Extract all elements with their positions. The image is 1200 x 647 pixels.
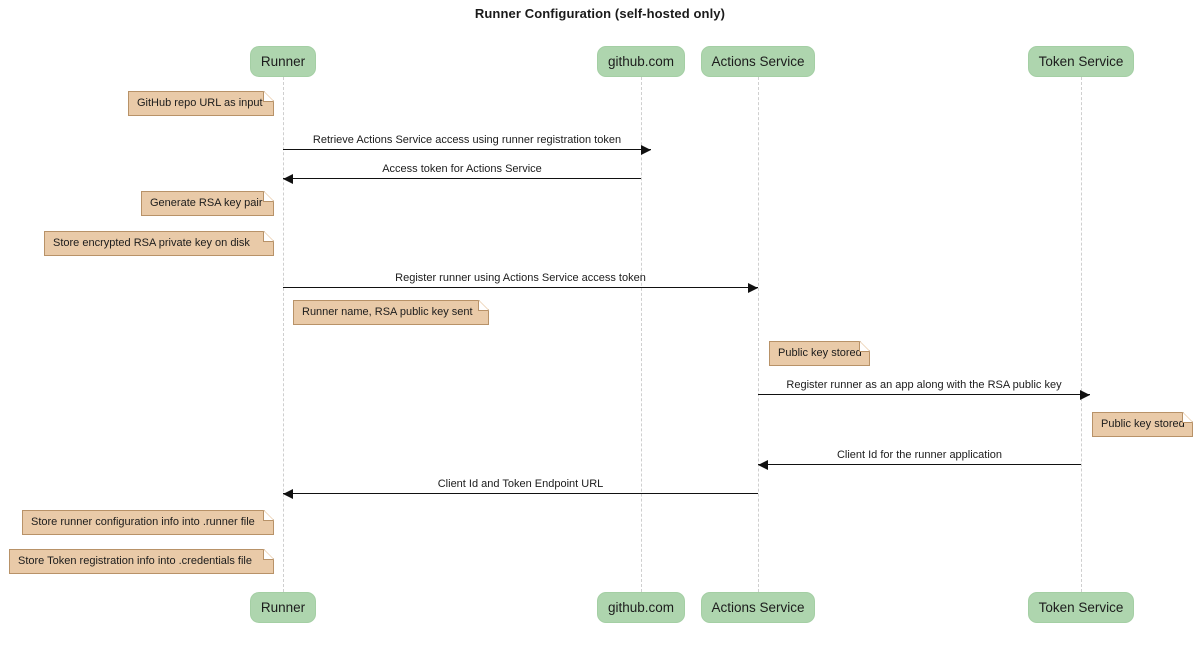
message-arrowhead-m3 <box>748 282 758 293</box>
lifeline-actions <box>758 77 759 592</box>
message-label-m6: Client Id and Token Endpoint URL <box>437 478 604 490</box>
participant-label: Token Service <box>1038 54 1124 69</box>
note-fold-corner-icon <box>264 510 274 520</box>
participant-label: Actions Service <box>711 600 805 615</box>
participant-runner-bottom[interactable]: Runner <box>250 592 316 623</box>
message-label-m1: Retrieve Actions Service access using ru… <box>312 134 622 146</box>
message-label-m2: Access token for Actions Service <box>382 163 542 175</box>
note-text: Store encrypted RSA private key on disk <box>53 237 250 249</box>
note-fold-corner-icon <box>479 300 489 310</box>
lifeline-runner <box>283 77 284 592</box>
message-arrowhead-m5 <box>758 459 768 470</box>
message-line-m6 <box>283 493 758 494</box>
participant-github-top[interactable]: github.com <box>597 46 685 77</box>
note-text: Public key stored <box>778 347 862 359</box>
note-fold-corner-icon <box>860 341 870 351</box>
note-text: Generate RSA key pair <box>150 197 263 209</box>
note-text: Runner name, RSA public key sent <box>302 306 473 318</box>
note-n2: Generate RSA key pair <box>141 191 274 216</box>
participant-actions-bottom[interactable]: Actions Service <box>701 592 815 623</box>
message-label-m5: Client Id for the runner application <box>836 449 1003 461</box>
note-n1: GitHub repo URL as input <box>128 91 274 116</box>
note-fold-edge-icon <box>1182 412 1193 423</box>
note-n4: Runner name, RSA public key sent <box>293 300 489 325</box>
note-fold-corner-icon <box>264 191 274 201</box>
message-line-m3 <box>283 287 758 288</box>
note-n7: Store runner configuration info into .ru… <box>22 510 274 535</box>
note-n3: Store encrypted RSA private key on disk <box>44 231 274 256</box>
note-fold-edge-icon <box>478 300 489 311</box>
note-fold-edge-icon <box>859 341 870 352</box>
note-text: GitHub repo URL as input <box>137 97 263 109</box>
message-arrowhead-m6 <box>283 488 293 499</box>
message-label-m3: Register runner using Actions Service ac… <box>395 272 646 284</box>
note-fold-corner-icon <box>264 549 274 559</box>
message-line-m2 <box>283 178 641 179</box>
participant-runner-top[interactable]: Runner <box>250 46 316 77</box>
note-fold-edge-icon <box>263 510 274 521</box>
note-text: Store runner configuration info into .ru… <box>31 516 255 528</box>
note-n5: Public key stored <box>769 341 870 366</box>
participant-label: Runner <box>260 600 306 615</box>
message-arrowhead-m1 <box>641 144 651 155</box>
note-fold-edge-icon <box>263 231 274 242</box>
note-n6: Public key stored <box>1092 412 1193 437</box>
participant-label: Runner <box>260 54 306 69</box>
participant-label: github.com <box>607 600 675 615</box>
note-fold-edge-icon <box>263 549 274 560</box>
note-text: Store Token registration info into .cred… <box>18 555 252 567</box>
lifeline-github <box>641 77 642 592</box>
note-fold-corner-icon <box>264 231 274 241</box>
participant-label: Token Service <box>1038 600 1124 615</box>
message-line-m1 <box>283 149 651 150</box>
message-line-m5 <box>758 464 1081 465</box>
note-text: Public key stored <box>1101 418 1185 430</box>
participant-github-bottom[interactable]: github.com <box>597 592 685 623</box>
message-label-m4: Register runner as an app along with the… <box>786 379 1062 391</box>
lifeline-token <box>1081 77 1082 592</box>
note-n8: Store Token registration info into .cred… <box>9 549 274 574</box>
note-fold-corner-icon <box>1183 412 1193 422</box>
participant-token-top[interactable]: Token Service <box>1028 46 1134 77</box>
participant-label: Actions Service <box>711 54 805 69</box>
participant-label: github.com <box>607 54 675 69</box>
participant-actions-top[interactable]: Actions Service <box>701 46 815 77</box>
page-title: Runner Configuration (self-hosted only) <box>474 6 726 21</box>
note-fold-edge-icon <box>263 191 274 202</box>
message-arrowhead-m2 <box>283 173 293 184</box>
note-fold-corner-icon <box>264 91 274 101</box>
note-fold-edge-icon <box>263 91 274 102</box>
participant-token-bottom[interactable]: Token Service <box>1028 592 1134 623</box>
message-arrowhead-m4 <box>1080 389 1090 400</box>
message-line-m4 <box>758 394 1090 395</box>
